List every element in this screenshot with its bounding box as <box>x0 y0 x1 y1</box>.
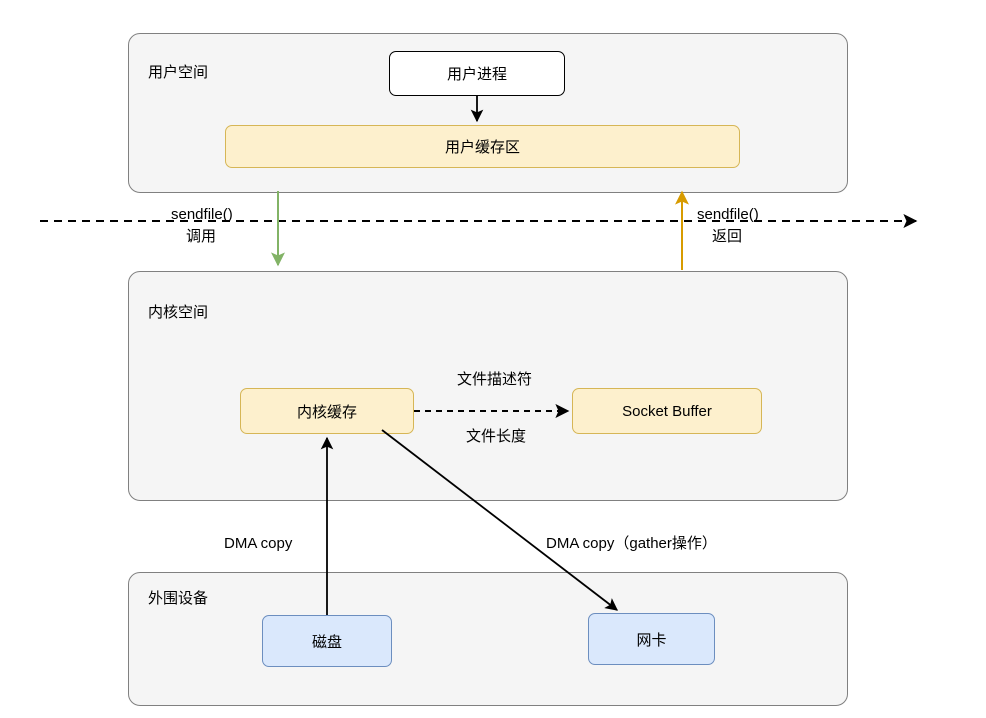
region-peripheral-label: 外围设备 <box>148 590 209 607</box>
edge-label-file-descriptor: 文件描述符 <box>457 371 533 388</box>
edge-label-dma-copy: DMA copy <box>224 535 293 552</box>
node-nic[interactable]: 网卡 <box>588 613 715 665</box>
edge-label-sendfile-return-line2: 返回 <box>712 228 743 245</box>
edge-label-dma-copy-gather: DMA copy（gather操作） <box>546 535 717 552</box>
node-disk[interactable]: 磁盘 <box>262 615 392 667</box>
edge-label-sendfile-call-line1: sendfile() <box>171 206 233 223</box>
node-user-buffer[interactable]: 用户缓存区 <box>225 125 740 168</box>
node-kernel-buffer[interactable]: 内核缓存 <box>240 388 414 434</box>
region-peripheral <box>128 572 848 706</box>
node-user-process[interactable]: 用户进程 <box>389 51 565 96</box>
region-user-space-label: 用户空间 <box>148 64 209 81</box>
node-socket-buffer[interactable]: Socket Buffer <box>572 388 762 434</box>
region-kernel-space-label: 内核空间 <box>148 304 209 321</box>
edge-label-sendfile-call-line2: 调用 <box>186 228 217 245</box>
edge-label-sendfile-return-line1: sendfile() <box>697 206 759 223</box>
edge-label-file-length: 文件长度 <box>466 428 527 445</box>
